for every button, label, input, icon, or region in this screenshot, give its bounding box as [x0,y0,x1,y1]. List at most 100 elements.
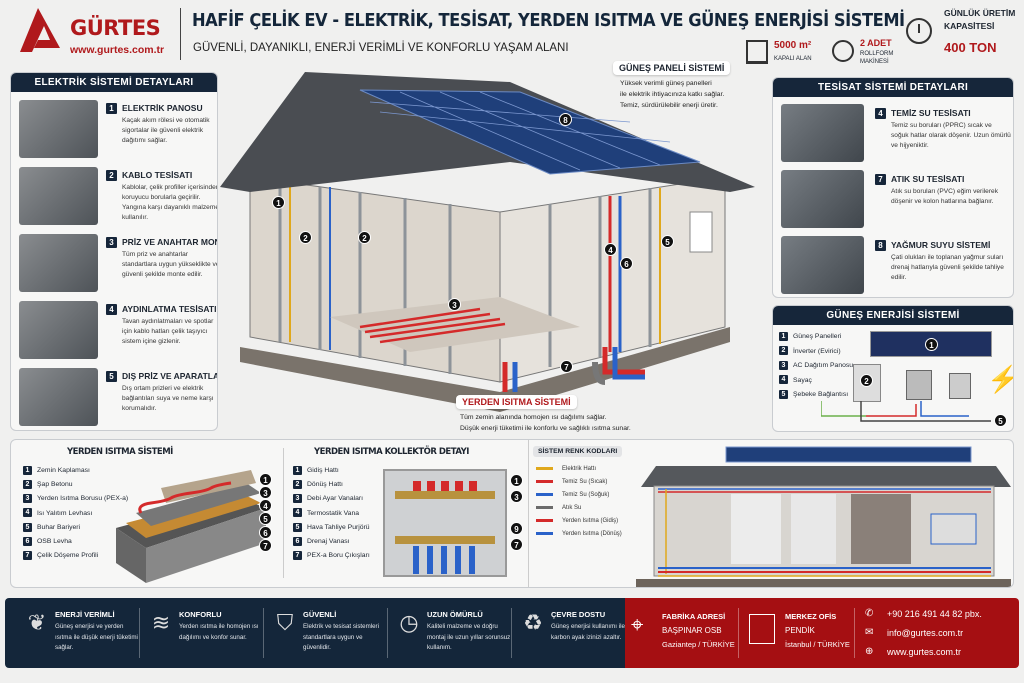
detail-photo [19,167,98,225]
list-item-label: Çelik Döşeme Profili [37,552,99,560]
website-link[interactable]: www.gurtes.com.tr [887,647,962,657]
number-badge: 2 [293,479,302,489]
factory-title: FABRİKA ADRESİ [662,612,726,621]
number-marker: 4 [604,243,617,256]
color-code-label: Temiz Su (Soğuk) [562,491,610,498]
color-swatch [536,467,553,470]
office-address: PENDİK [785,626,815,635]
detail-title: YAĞMUR SUYU SİSTEMİ [891,240,991,250]
phone-number[interactable]: +90 216 491 44 82 pbx. [887,609,982,619]
leaf-icon: ❦ [27,610,47,635]
list-item-label: Şap Betonu [37,481,73,489]
detail-title: PRİZ VE ANAHTAR MONTAJI [122,237,217,247]
detail-title: ELEKTRİK PANOSU [122,103,203,113]
color-swatch [536,506,553,509]
color-code-item: Elektrik Hattı [536,462,622,475]
number-marker: 1 [272,196,285,209]
office-title: MERKEZ OFİS [785,612,837,621]
list-item-label: Drenaj Vanası [307,538,350,546]
email-icon: ✉ [865,627,874,638]
heating-callout-title: YERDEN ISITMA SİSTEMİ [456,395,577,409]
color-code-item: Temiz Su (Sıcak) [536,475,622,488]
number-badge: 5 [293,522,302,532]
number-badge: 6 [23,536,32,546]
factory-city: Gaziantep / TÜRKİYE [662,640,735,649]
color-code-label: Yerden Isıtma (Gidiş) [562,517,619,524]
solar-callout-title: GÜNEŞ PANELİ SİSTEMİ [613,61,731,75]
color-code-label: Atık Su [562,504,582,511]
number-marker: 3 [448,298,461,311]
number-badge: 8 [875,240,886,252]
number-marker: 2 [860,374,873,387]
number-badge: 5 [23,522,32,532]
feature-title: ENERJİ VERİMLİ [55,610,115,619]
list-item: 2 Dönüş Hattı [293,478,370,492]
number-badge: 4 [875,108,886,120]
email-link[interactable]: info@gurtes.com.tr [887,628,964,638]
collector-title: YERDEN ISITMA KOLLEKTÖR DETAYI [314,447,469,457]
color-code-item: Temiz Su (Soğuk) [536,488,622,501]
feature-title: GÜVENLİ [303,610,337,619]
power-tower-icon: ⚡ [987,366,1013,392]
rollform-icon [832,40,854,62]
feature-title: UZUN ÖMÜRLÜ [427,610,483,619]
location-pin-icon: ⌖ [631,612,644,637]
panel-title: TESİSAT SİSTEMİ DETAYLARI [773,78,1013,97]
number-badge: 1 [23,465,32,475]
list-item-label: Debi Ayar Vanaları [307,495,364,503]
office-building-icon [749,614,775,644]
detail-desc: Kablolar, çelik profiller içerisinden ko… [122,184,218,221]
feature-desc: Elektrik ve tesisat sistemleri standartl… [303,623,379,651]
list-item-label: İnverter (Evirici) [793,347,841,355]
color-swatch [536,519,553,522]
detail-desc: Kaçak akım rölesi ve otomatik sigortalar… [122,117,210,144]
brand-url[interactable]: www.gurtes.com.tr [70,44,165,56]
building-icon [746,40,768,64]
list-item-label: Dönüş Hattı [307,481,343,489]
number-badge: 3 [293,494,302,504]
number-badge: 2 [779,346,788,356]
panel-title: GÜNEŞ ENERJİSİ SİSTEMİ [773,306,1013,325]
number-marker: 3 [510,490,523,503]
feature-desc: Yerden ısıtma ile homojen ısı dağılımı v… [179,623,259,641]
machines-label-2: MAKİNESİ [860,59,889,65]
number-marker: 5 [661,235,674,248]
machines-value: 2 ADET [860,38,892,48]
number-marker: 7 [259,539,272,552]
number-marker: 9 [510,522,523,535]
detail-title: AYDINLATMA TESİSATI [122,304,217,314]
phone-icon: ✆ [865,608,874,619]
clock-icon [906,18,932,44]
number-marker: 5 [259,512,272,525]
detail-title: TEMİZ SU TESİSATI [891,108,971,118]
feature-title: ÇEVRE DOSTU [551,610,606,619]
detail-title: KABLO TESİSATI [122,170,193,180]
inverter-icon [853,364,881,402]
color-codes-title: SİSTEM RENK KODLARI [533,446,623,457]
number-badge: 3 [779,360,788,370]
clock-icon: ◷ [399,610,419,635]
number-marker: 2 [299,231,312,244]
number-marker: 6 [259,526,272,539]
shield-check-icon: ⛉ [276,610,294,635]
list-item-label: Güneş Panelleri [793,333,842,340]
color-code-label: Temiz Su (Sıcak) [562,478,608,485]
collector-illustration [383,469,507,577]
